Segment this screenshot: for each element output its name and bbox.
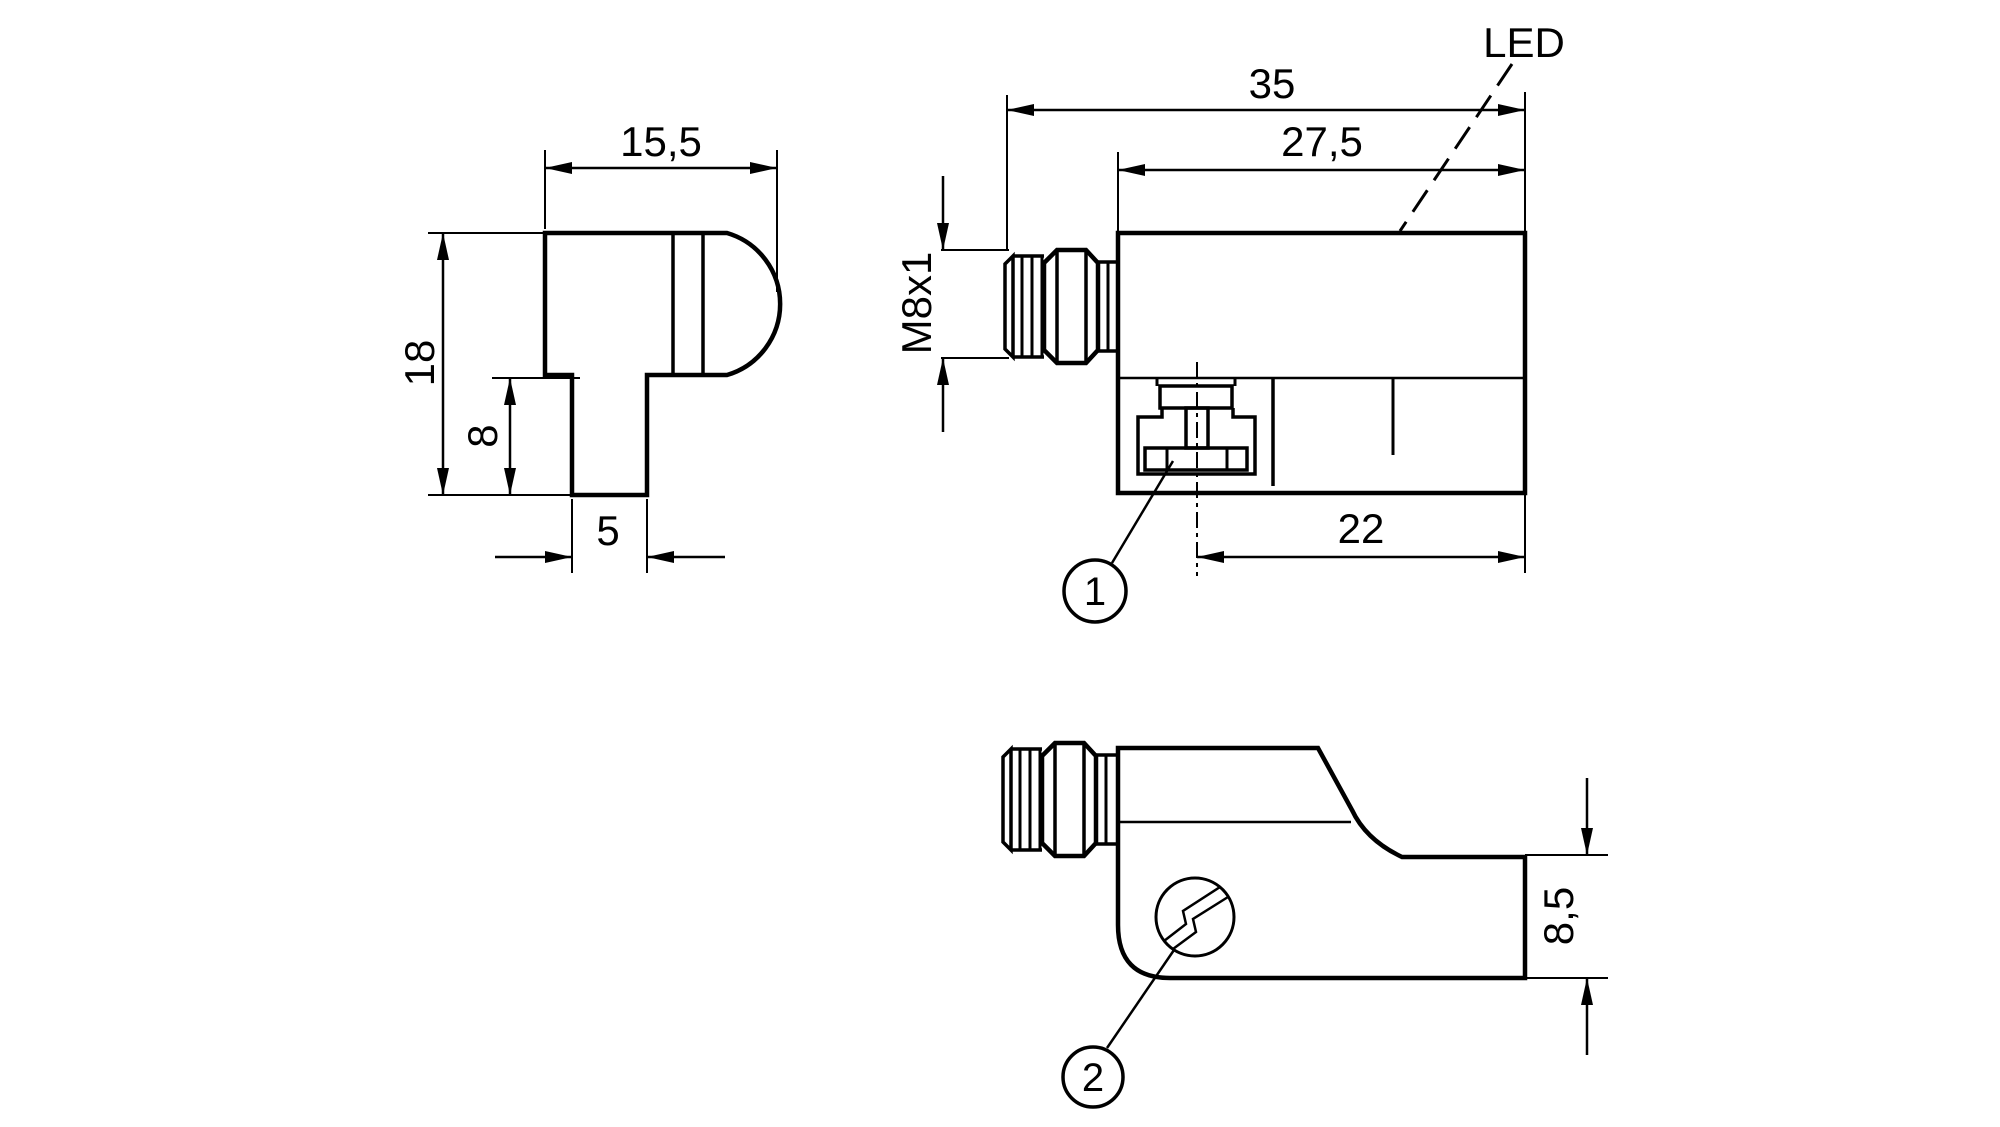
side-view-bottom: 2 8,5 [1003, 743, 1608, 1109]
dim-body-length: 27,5 [1117, 118, 1525, 231]
arrowhead [504, 468, 516, 495]
led-label: LED [1483, 19, 1565, 66]
callout-2-circle [1061, 1045, 1125, 1109]
arrowhead [1118, 164, 1145, 176]
arrowhead [750, 162, 777, 174]
arrowhead [1498, 104, 1525, 116]
callout-1-leader [1110, 460, 1175, 564]
arrowhead [545, 551, 572, 563]
callout-1-circle [1062, 558, 1128, 624]
led-leader-line [1398, 63, 1514, 232]
dim-front-height: 18 [396, 232, 574, 496]
callout-2: 2 [1061, 949, 1176, 1109]
dim-label-rear-height: 8,5 [1535, 887, 1582, 945]
arrowhead [1498, 551, 1525, 563]
arrowhead [937, 358, 949, 385]
dim-foot-width: 5 [495, 499, 725, 573]
arrowhead [647, 551, 674, 563]
arrowhead [1007, 104, 1034, 116]
dim-label-front-width: 15,5 [620, 118, 702, 165]
arrowhead [1581, 828, 1593, 855]
led-annotation: LED [1398, 19, 1565, 232]
callout-2-label: 2 [1082, 1056, 1104, 1100]
side-view-body-outline [1115, 230, 1528, 496]
dim-rear-height: 8,5 [1525, 778, 1608, 1055]
arrowhead [937, 223, 949, 250]
dim-label-foot-width: 5 [596, 507, 619, 554]
mounting-clamp-detail [1136, 362, 1257, 576]
dim-label-clamp-to-rear: 22 [1338, 505, 1385, 552]
lens-wave-line [1163, 885, 1221, 942]
dim-connector-thread: M8x1 [893, 176, 1009, 432]
m8-connector [1003, 743, 1116, 856]
dim-clamp-to-rear: 22 [1197, 495, 1526, 573]
dim-front-width: 15,5 [544, 118, 778, 292]
arrowhead [437, 233, 449, 260]
dim-foot-height: 8 [459, 377, 580, 495]
callout-1-label: 1 [1084, 570, 1106, 614]
front-view-outline [542, 230, 783, 498]
callout-2-leader [1105, 949, 1176, 1049]
arrowhead [545, 162, 572, 174]
dim-overall-length: 35 [1006, 60, 1526, 250]
lens-wave-line [1172, 895, 1229, 951]
lens-symbol [1154, 876, 1236, 958]
arrowhead [1498, 164, 1525, 176]
callout-1: 1 [1062, 460, 1175, 624]
dim-label-connector-thread: M8x1 [893, 252, 940, 355]
arrowhead [1197, 551, 1224, 563]
side-view-top: 35 27,5 M8x1 22 [893, 19, 1565, 624]
arrowhead [1581, 978, 1593, 1005]
arrowhead [437, 468, 449, 495]
front-view: 15,5 18 8 5 [396, 118, 783, 573]
bottom-view-outline [1115, 745, 1528, 981]
dim-label-front-height: 18 [396, 340, 443, 387]
arrowhead [504, 378, 516, 405]
dim-label-overall-length: 35 [1249, 60, 1296, 107]
m8-connector [1005, 250, 1118, 363]
dim-label-foot-height: 8 [459, 424, 506, 447]
dim-label-body-length: 27,5 [1281, 118, 1363, 165]
lens-circle [1154, 876, 1236, 958]
